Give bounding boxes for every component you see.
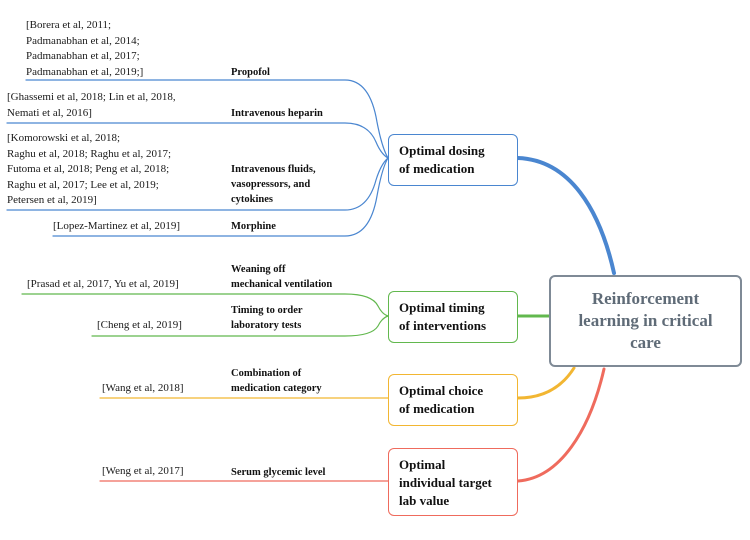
topic-label: Serum glycemic level [231,467,326,478]
reference-list: [Wang et al, 2018] [102,382,184,394]
reference-list: [Borera et al, 2011; Padmanabhan et al, … [26,19,144,78]
category-node-target: Optimal individual target lab value [388,448,518,516]
topic-label: Propofol [231,67,270,78]
topic-label: Intravenous fluids, vasopressors, and cy… [231,164,316,205]
topic-label: Morphine [231,221,276,232]
leaf-line-weaning [21,293,389,317]
topic-label: Timing to order laboratory tests [231,305,303,331]
reference-list: [Cheng et al, 2019] [97,319,182,331]
branch-dosing [516,156,616,275]
branch-choice [516,366,576,400]
reference-list: [Lopez-Martinez et al, 2019] [53,220,181,232]
topic-label: Combination of medication category [231,368,322,394]
category-node-timing: Optimal timing of interventions [388,291,518,343]
leaf-line-lab-tests [91,315,389,337]
leaf-line-morphine [52,157,389,237]
reference-list: [Weng et al, 2017] [102,465,184,477]
topic-label: Weaning off mechanical ventilation [231,264,333,290]
leaf-line-fluids [6,157,389,211]
leaf-line-heparin [6,122,389,159]
topic-label: Intravenous heparin [231,108,323,119]
reference-list: [Komorowski et al, 2018; Raghu et al, 20… [7,132,172,206]
category-node-dosing: Optimal dosing of medication [388,134,518,186]
reference-list: [Ghassemi et al, 2018; Lin et al, 2018, … [7,91,176,119]
reference-list: [Prasad et al, 2017, Yu et al, 2019] [27,278,179,290]
category-node-choice: Optimal choice of medication [388,374,518,426]
leaf-line-propofol [25,79,389,159]
branch-target [516,367,606,483]
root-node: Reinforcement learning in critical care [549,275,742,367]
